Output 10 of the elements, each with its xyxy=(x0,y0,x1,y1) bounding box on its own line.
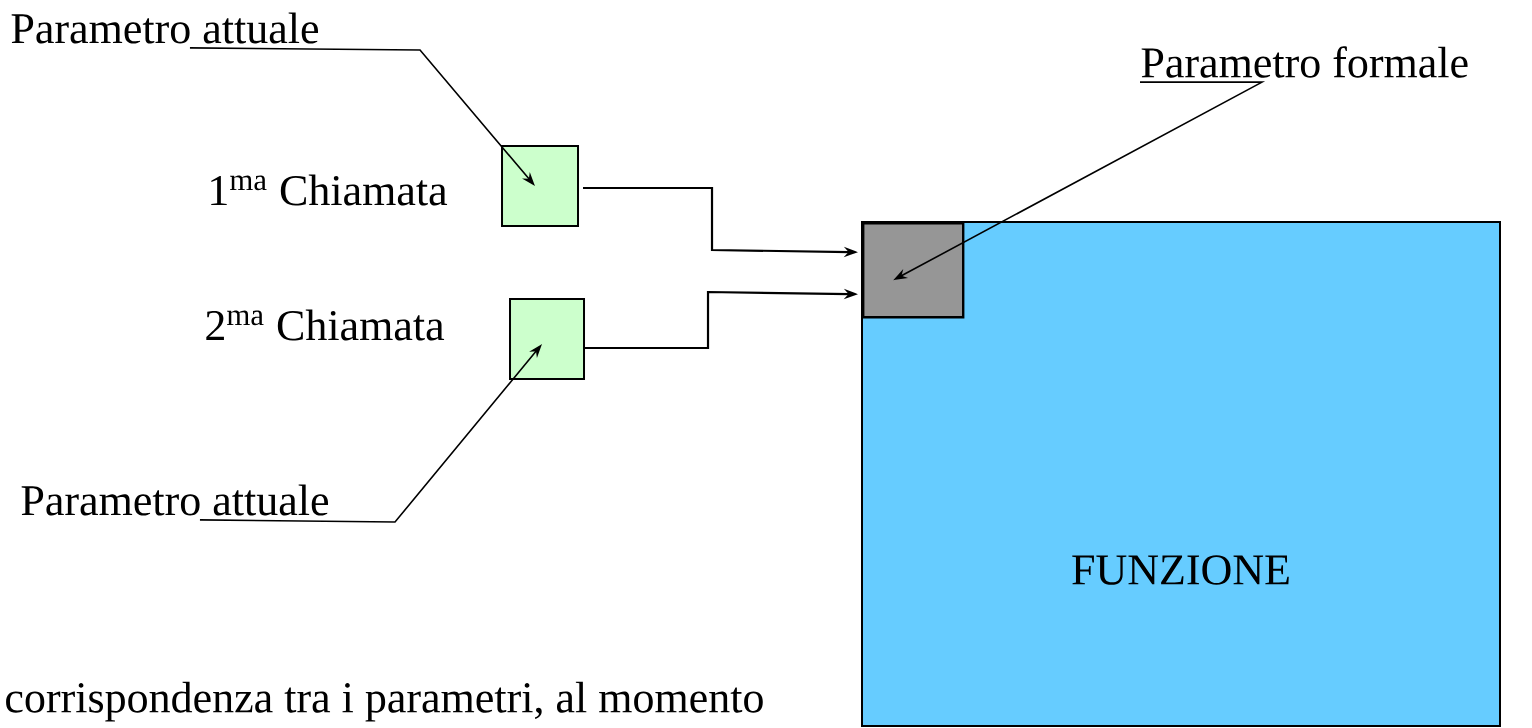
parameter-box xyxy=(862,222,965,319)
call-label: 2$^{ma}$ Chiamata xyxy=(206,309,445,341)
leader-text: Parametro formale xyxy=(1141,46,1468,78)
leader-text: Parametro attuale xyxy=(21,484,328,516)
leader-text: Parametro attuale xyxy=(11,12,318,44)
function-box: FUNZIONE xyxy=(861,221,1501,727)
call-label: 1$^{ma}$ Chiamata xyxy=(211,174,448,206)
parameter-box xyxy=(501,145,579,227)
note-text: corrispondenza tra i parametri, al momento xyxy=(6,681,763,722)
parameter-box xyxy=(509,298,585,380)
